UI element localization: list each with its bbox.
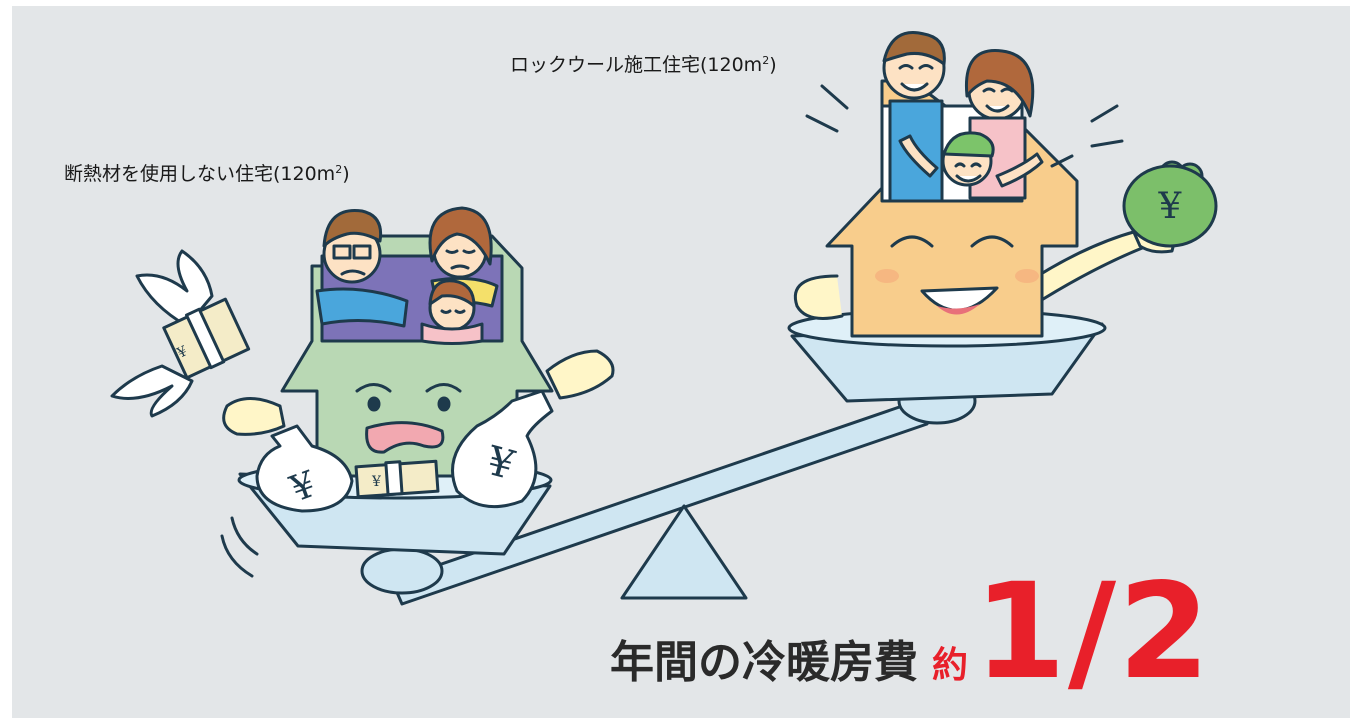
right-hand	[545, 349, 615, 400]
uninsulated-house-label: 断熱材を使用しない住宅(120m2)	[64, 163, 350, 185]
caption-approx: 約	[932, 645, 969, 686]
purse-icon: ¥	[1122, 160, 1218, 248]
banknote-stack: ¥	[354, 459, 440, 499]
sad-family	[315, 206, 499, 345]
seesaw-illustration: .ol { stroke: #1e3a4c; stroke-width: 3; …	[110, 31, 1218, 606]
cost-caption: 年間の冷暖房費約1/2	[610, 566, 1212, 698]
purse-yen-symbol: ¥	[1158, 186, 1183, 227]
caption-ratio: 1/2	[974, 555, 1212, 709]
wobble-lines	[220, 516, 259, 578]
money-bag-right: ¥	[451, 389, 554, 509]
illustration-canvas: .ol { stroke: #1e3a4c; stroke-width: 3; …	[12, 6, 1350, 718]
left-hand	[222, 397, 286, 436]
insulated-house-label: ロックウール施工住宅(120m2)	[510, 54, 777, 76]
caption-text: 年間の冷暖房費	[610, 637, 918, 688]
happy-family	[882, 31, 1044, 203]
note-yen-symbol: ¥	[371, 474, 381, 490]
money-bag-left: ¥	[255, 424, 354, 513]
flying-money: ¥	[110, 249, 251, 418]
joy-lines	[805, 84, 1124, 168]
left-pivot-joint	[360, 547, 444, 595]
seesaw-beam	[390, 399, 929, 606]
fulcrum-triangle	[620, 504, 748, 600]
